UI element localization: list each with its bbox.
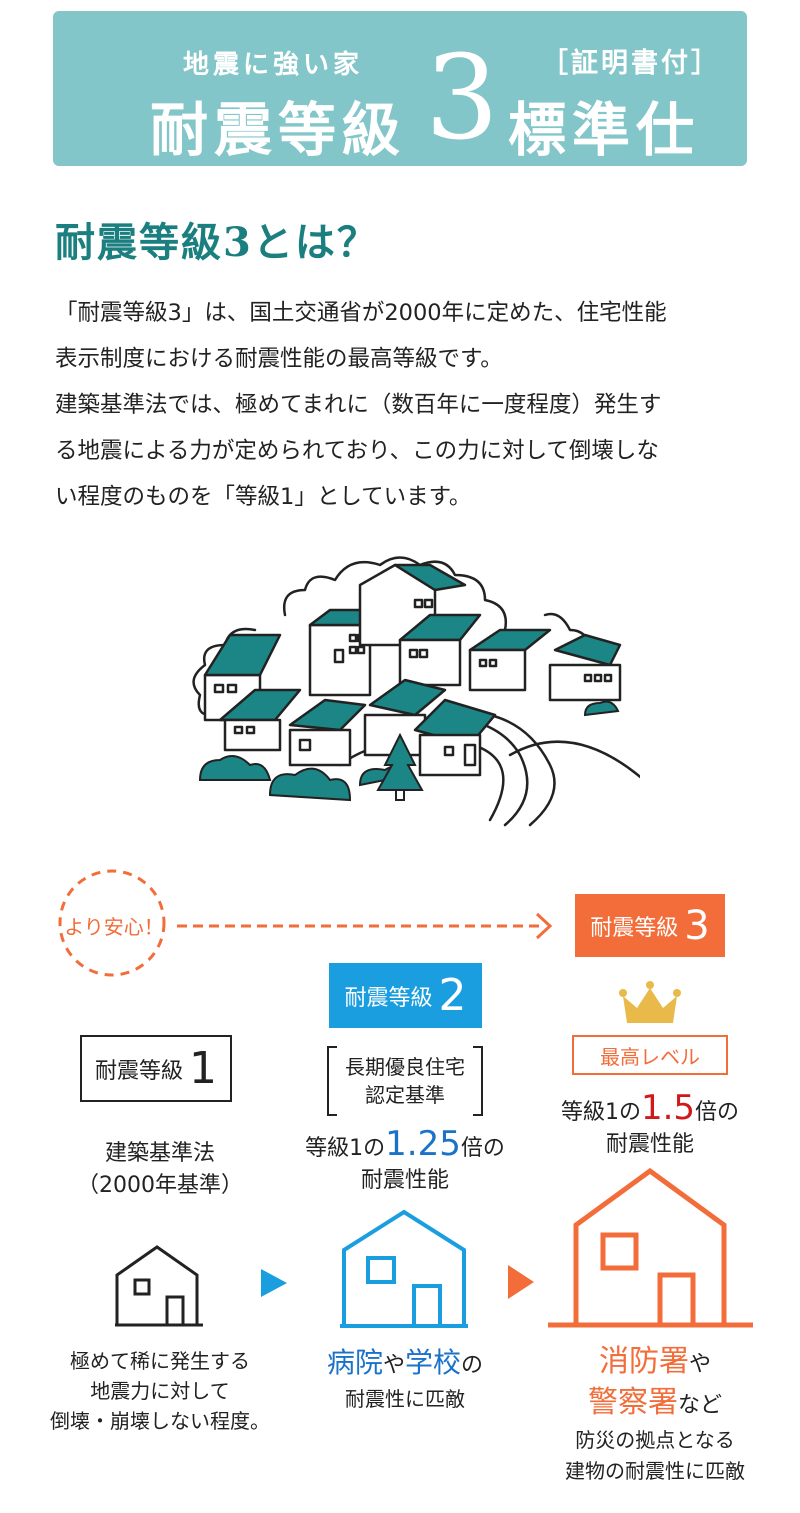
grade1-desc-line2: 地震力に対して [90,1379,230,1403]
grade1-basis: 建築基準法 （2000年基準） [60,1138,260,1202]
grade3-description: 等級1の1.5倍の 耐震性能 [530,1091,770,1161]
paragraph-line: い程度のものを「等級1」としています。 [55,484,472,510]
grade1-desc-line3: 倒壊・崩壊しない程度。 [50,1409,270,1433]
town-illustration [192,556,640,827]
grade1-desc-line1: 極めて稀に発生する [70,1349,250,1373]
grade3-label: 耐震等級 [590,915,679,941]
grade3-equiv-line2: 警察署など [530,1384,780,1425]
grade3-multiplier: 1.5 [640,1088,696,1128]
grade3-equiv-b-suffix: など [677,1393,722,1418]
grade3-desc-pre: 等級1の [560,1100,641,1125]
crown-icon [619,981,681,1023]
grade2-equiv-line2: 耐震性に匹敵 [345,1387,465,1411]
banner-subtitle: 地震に強い家 [183,50,364,80]
grade2-equiv-a: 病院 [326,1346,383,1379]
banner-certificate: ［証明書付］ [541,48,721,79]
grade2-multiplier: 1.25 [385,1124,461,1164]
grade3-equiv-line4: 建物の耐震性に匹敵 [565,1459,745,1483]
banner-title-number: 3 [425,31,499,166]
grade2-desc-pre: 等級1の [305,1136,386,1161]
top-level-label: 最高レベル [572,1035,728,1075]
large-house-icon [548,1167,753,1328]
section-heading: 耐震等級3とは？ [55,219,379,266]
grade3-desc-line2: 耐震性能 [605,1132,694,1157]
banner-title-left: 耐震等級 [150,96,407,164]
grade2-equiv-mid: や [382,1353,405,1378]
grade3-badge: 耐震等級 3 [575,894,725,957]
grade2-equivalence: 病院や学校の 耐震性に匹敵 [285,1345,525,1414]
grade3-equiv-b: 警察署 [587,1385,678,1420]
grade2-number: 2 [438,969,467,1021]
header-banner: 地震に強い家 ［証明書付］ 耐震等級 3 標準仕様 [53,11,747,248]
small-house-icon [115,1245,203,1327]
dashed-arrow-icon [177,912,553,940]
paragraph-line: 表示制度における耐震性能の最高等級です。 [55,346,503,372]
grade1-label: 耐震等級 [94,1058,183,1084]
grade2-label: 耐震等級 [344,985,433,1011]
section-paragraph: 「耐震等級3」は、国土交通省が2000年に定めた、住宅性能 表示制度における耐震… [55,290,755,520]
grade3-equivalence: 消防署や 警察署など 防災の拠点となる 建物の耐震性に匹敵 [530,1343,780,1487]
grade2-standard-line2: 認定基準 [365,1083,445,1107]
grade2-equiv-b: 学校 [405,1346,462,1379]
grade2-desc-line2: 耐震性能 [360,1168,449,1193]
reassure-label: より安心！ [64,915,164,939]
grade3-number: 3 [684,902,710,949]
bracket-frame [327,1046,483,1116]
grade1-badge: 耐震等級 1 [80,1035,232,1102]
grade2-desc-post: 倍の [460,1136,505,1161]
grade3-equiv-a: 消防署 [598,1344,689,1379]
grade2-standard: 長期優良住宅 認定基準 [325,1053,485,1123]
grade2-badge: 耐震等級 2 [329,963,482,1028]
paragraph-line: 「耐震等級3」は、国土交通省が2000年に定めた、住宅性能 [55,300,667,326]
grade3-desc-post: 倍の [695,1100,740,1125]
play-arrow-icon [261,1269,287,1297]
grade2-equiv-line1: 病院や学校の [285,1345,525,1384]
grade2-equiv-suffix: の [461,1353,484,1378]
play-arrow-icon [508,1265,534,1299]
grade1-basis-line1: 建築基準法 [104,1141,215,1166]
medium-house-icon [340,1209,468,1328]
banner-title-right: 標準仕様 [508,96,701,248]
grade2-desc-line1: 等級1の1.25倍の [290,1127,520,1165]
paragraph-line: 建築基準法では、極めてまれに（数百年に一度程度）発生す [55,392,662,418]
grade3-equiv-line1: 消防署や [530,1343,780,1384]
grade1-basis-line2: （2000年基準） [77,1173,243,1198]
grade1-number: 1 [189,1042,217,1094]
grade3-desc-line1: 等級1の1.5倍の [530,1091,770,1129]
reassure-circle [58,869,166,977]
grade3-equiv-line3: 防災の拠点となる [575,1428,735,1452]
grade2-description: 等級1の1.25倍の 耐震性能 [290,1127,520,1197]
grade2-standard-line1: 長期優良住宅 [345,1055,465,1079]
paragraph-line: る地震による力が定められており、この力に対して倒壊しな [55,438,659,464]
grade3-equiv-a-suffix: や [688,1352,711,1377]
grade1-description: 極めて稀に発生する 地震力に対して 倒壊・崩壊しない程度。 [30,1346,290,1436]
